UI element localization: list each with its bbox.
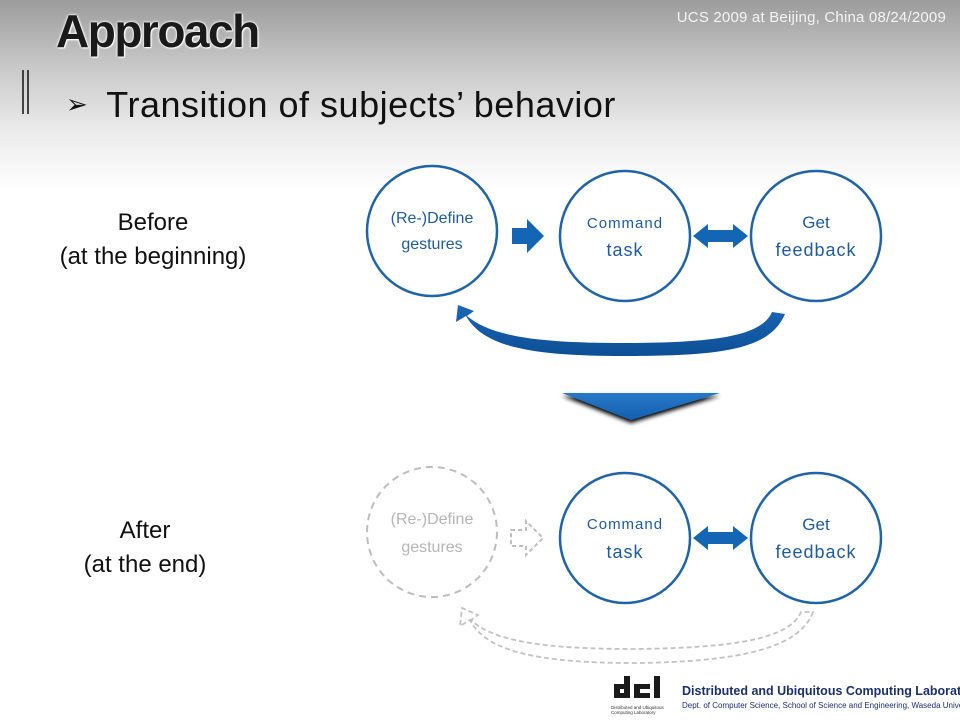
before-return-curve-arrow	[456, 305, 785, 356]
before-feedback-line2: feedback	[775, 240, 857, 260]
before-bidirectional-arrow-icon	[693, 224, 748, 248]
after-bidirectional-arrow-icon	[693, 526, 748, 550]
after-return-curve-arrow	[458, 606, 815, 664]
before-define-circle	[365, 164, 499, 298]
slide-title: Approach	[56, 5, 260, 57]
after-label-subtitle: (at the end)	[83, 551, 207, 578]
after-command-line1: Command	[586, 516, 664, 533]
before-feedback-circle	[749, 169, 883, 303]
before-define-line2: gestures	[401, 236, 463, 253]
after-command-line2: task	[606, 542, 644, 562]
decorative-bars-icon	[22, 70, 29, 114]
subtitle-text: Transition of subjects’ behavior	[106, 84, 616, 125]
before-label: Before (at the beginning)	[22, 206, 284, 274]
before-define-line1: (Re-)Define	[390, 210, 474, 227]
after-next-arrow-icon	[510, 518, 545, 558]
subtitle: ➢ Transition of subjects’ behavior	[66, 84, 616, 126]
before-command-text: Command task	[560, 212, 690, 264]
before-label-subtitle: (at the beginning)	[59, 243, 247, 270]
before-define-text: (Re-)Define gestures	[367, 206, 497, 258]
logo-caption: Distributed and Ubiquitous Computing Lab…	[611, 705, 664, 715]
header-band	[0, 0, 960, 190]
after-define-circle	[366, 466, 498, 598]
after-command-circle	[558, 471, 692, 605]
after-feedback-circle	[749, 471, 883, 605]
transition-down-arrow-icon	[562, 393, 720, 420]
before-feedback-text: Get feedback	[751, 210, 881, 264]
dcl-logo-icon	[614, 676, 660, 698]
after-feedback-line2: feedback	[775, 542, 857, 562]
after-define-line1: (Re-)Define	[390, 511, 474, 528]
before-command-line2: task	[606, 240, 644, 260]
after-command-text: Command task	[560, 512, 690, 566]
before-command-line1: Command	[586, 215, 664, 232]
after-define-line2: gestures	[401, 539, 463, 556]
after-feedback-text: Get feedback	[751, 512, 881, 566]
after-feedback-line1: Get	[802, 515, 830, 534]
before-command-circle	[558, 169, 692, 303]
after-label: After (at the end)	[40, 514, 250, 582]
before-next-arrow-icon	[512, 219, 544, 253]
lab-name: Distributed and Ubiquitous Computing Lab…	[682, 684, 960, 698]
arrowhead-bullet-icon: ➢	[66, 89, 89, 119]
before-label-title: Before	[117, 209, 189, 236]
conference-info: UCS 2009 at Beijing, China 08/24/2009	[676, 9, 946, 26]
after-label-title: After	[119, 517, 171, 544]
before-feedback-line1: Get	[802, 213, 830, 232]
after-define-text: (Re-)Define gestures	[367, 506, 497, 562]
lab-department: Dept. of Computer Science, School of Sci…	[682, 701, 960, 710]
